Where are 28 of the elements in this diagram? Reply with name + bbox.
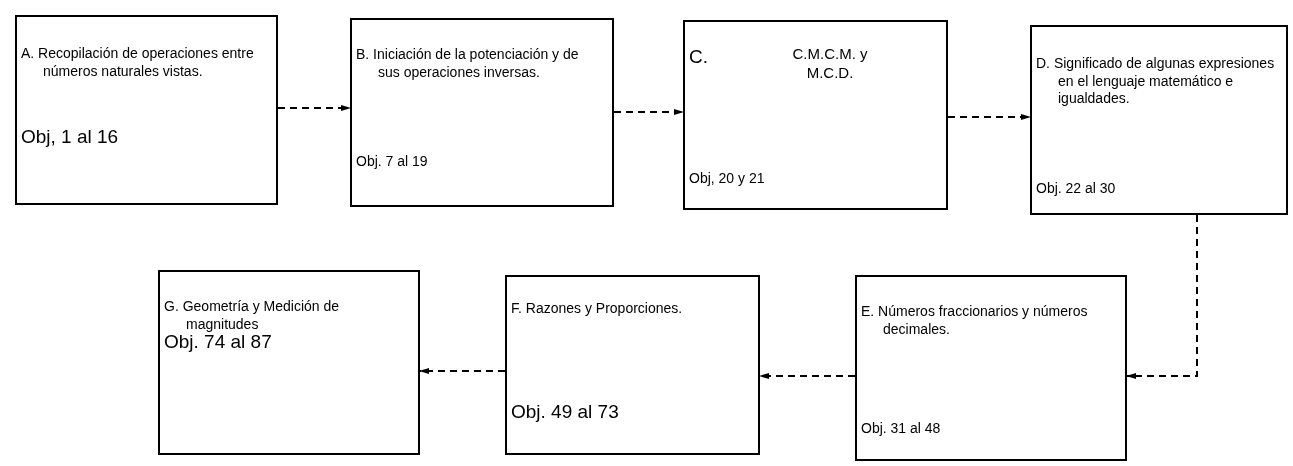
process-box bbox=[505, 275, 760, 455]
topic-text: C.M.C.M. y M.C.D. bbox=[791, 45, 869, 83]
process-box bbox=[350, 18, 614, 207]
topic-text: G. Geometría y Medición de magnitudes bbox=[164, 298, 341, 333]
section-letter: C. bbox=[689, 45, 708, 69]
topic-text: A. Recopilación de operaciones entre números naturales vistas. bbox=[21, 45, 255, 80]
dashed-arrow bbox=[613, 109, 684, 115]
objectives-text: Obj, 20 y 21 bbox=[689, 170, 765, 188]
topic-text: B. Iniciación de la potenciación y de sus operaciones inversas. bbox=[356, 46, 580, 81]
process-box bbox=[158, 270, 420, 455]
objectives-text: Obj, 1 al 16 bbox=[21, 125, 119, 149]
dashed-arrow bbox=[759, 373, 856, 379]
dashed-arrow bbox=[1126, 214, 1198, 379]
topic-text: E. Números fraccionarios y números decimales. bbox=[861, 303, 1089, 338]
dashed-arrow bbox=[947, 114, 1031, 120]
process-box bbox=[15, 15, 278, 205]
process-box bbox=[855, 275, 1127, 461]
objectives-text: Obj. 49 al 73 bbox=[511, 400, 619, 424]
process-box bbox=[683, 20, 948, 210]
objectives-text: Obj. 7 al 19 bbox=[356, 153, 428, 171]
dashed-arrow bbox=[277, 105, 351, 111]
dashed-arrow bbox=[419, 368, 506, 374]
topic-text: F. Razones y Proporciones. bbox=[511, 300, 684, 318]
objectives-text: Obj. 74 al 87 bbox=[164, 331, 272, 354]
topic-text: D. Significado de algunas expresiones en el lenguaje matemático e igualdades. bbox=[1036, 55, 1276, 108]
objectives-text: Obj. 31 al 48 bbox=[861, 420, 941, 438]
process-box bbox=[1030, 25, 1288, 215]
objectives-text: Obj. 22 al 30 bbox=[1036, 180, 1116, 198]
